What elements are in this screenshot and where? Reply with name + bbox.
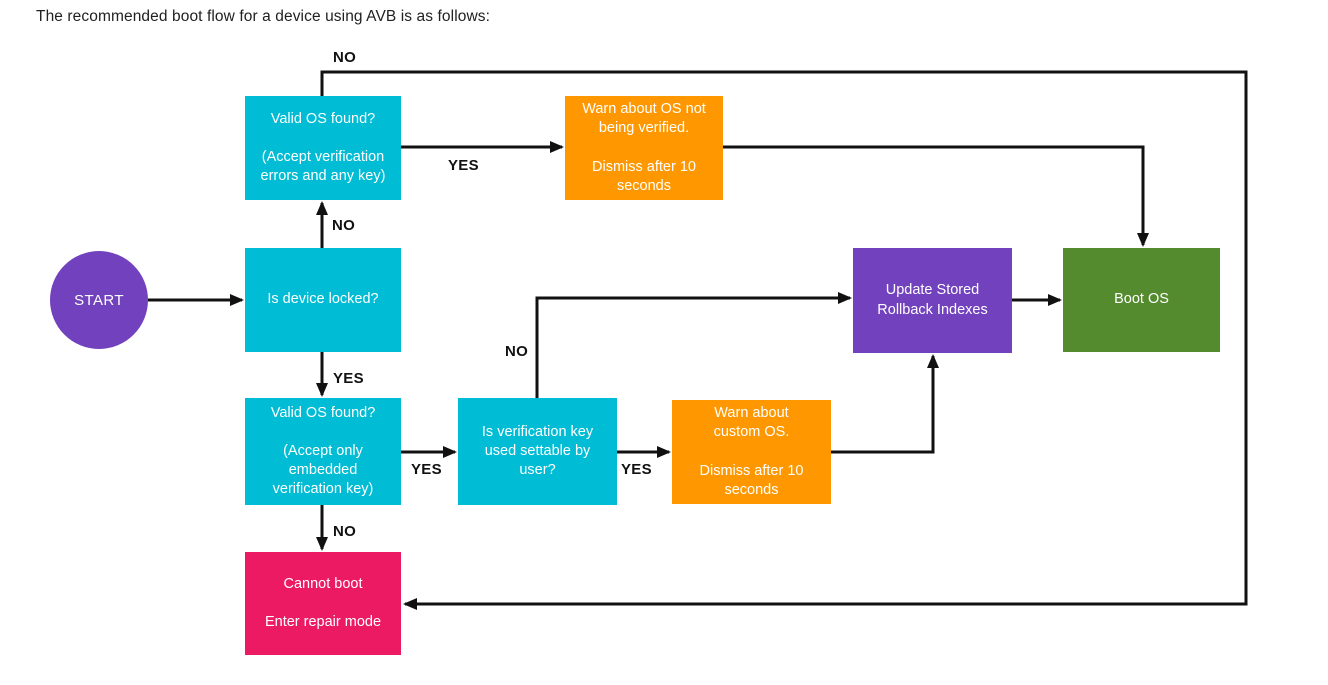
edge-label-no-locked-to-any: NO	[332, 217, 356, 234]
edge-label-no-top-loop: NO	[333, 49, 357, 66]
node-boot-os: Boot OS	[1063, 248, 1220, 352]
edge-label-yes-locked-to-embedded: YES	[333, 370, 364, 387]
node-update-rollback-indexes: Update Stored Rollback Indexes	[853, 248, 1012, 353]
node-is-device-locked: Is device locked?	[245, 248, 401, 352]
edge-warn-to-boot	[723, 145, 1149, 247]
edge-label-no-embedded-to-cannot: NO	[333, 523, 357, 540]
edge-key-to-update-no	[535, 292, 852, 398]
edge-warn-custom-to-update	[831, 354, 939, 454]
node-valid-os-any: Valid OS found? (Accept verification err…	[245, 96, 401, 200]
start-node: START	[50, 251, 148, 349]
edge-label-no-key-to-update: NO	[505, 343, 529, 360]
node-warn-custom-os: Warn about custom OS. Dismiss after 10 s…	[672, 400, 831, 504]
node-valid-os-embedded: Valid OS found? (Accept only embedded ve…	[245, 398, 401, 505]
node-warn-os-not-verified: Warn about OS not being verified. Dismis…	[565, 96, 723, 200]
page-title: The recommended boot flow for a device u…	[36, 8, 491, 25]
node-key-settable: Is verification key used settable by use…	[458, 398, 617, 505]
edge-label-yes-key-to-warn: YES	[621, 461, 652, 478]
edge-label-yes-any-to-warn: YES	[448, 157, 479, 174]
edge-any-no-loop-to-cannot	[320, 70, 1248, 610]
node-cannot-boot: Cannot boot Enter repair mode	[245, 552, 401, 655]
edge-label-yes-embedded-to-key: YES	[411, 461, 442, 478]
